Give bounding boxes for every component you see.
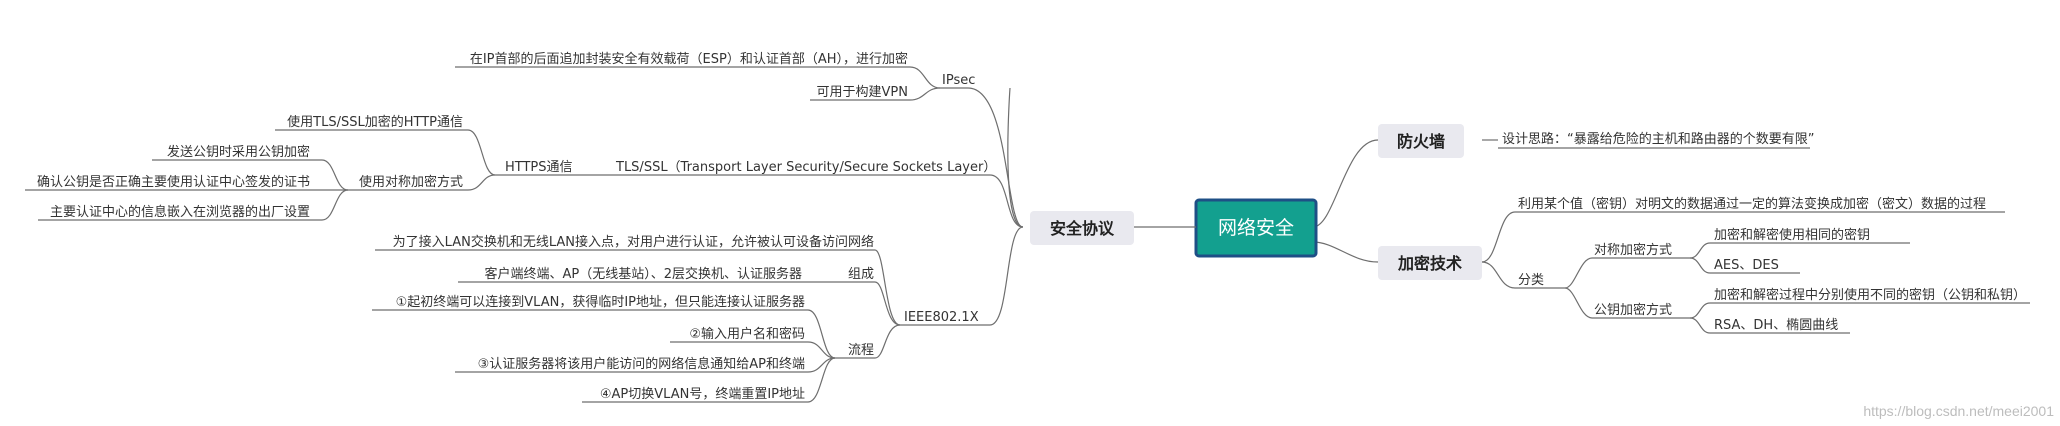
ieee8021x-step-1: ①起初终端可以连接到VLAN，获得临时IP地址，但只能连接认证服务器 bbox=[396, 294, 805, 310]
ipsec-esp-ah: 在IP首部的后面追加封装安全有效载荷（ESP）和认证首部（AH），进行加密 bbox=[470, 51, 908, 67]
ipsec-vpn: 可用于构建VPN bbox=[817, 85, 908, 100]
watermark: https://blog.csdn.net/meei2001 bbox=[1863, 403, 2054, 419]
symmetric-desc: 加密和解密使用相同的密钥 bbox=[1714, 227, 1870, 243]
symmetric-label: 对称加密方式 bbox=[1594, 242, 1672, 258]
encryption-category: 分类 bbox=[1518, 273, 1544, 288]
connectors bbox=[25, 66, 2030, 403]
ieee8021x-process-label: 流程 bbox=[848, 343, 874, 358]
ieee8021x-composition-items: 客户端终端、AP（无线基站）、2层交换机、认证服务器 bbox=[484, 266, 802, 282]
topic-firewall-label: 防火墙 bbox=[1397, 132, 1445, 151]
ipsec-label: IPsec bbox=[942, 73, 975, 88]
root-label: 网络安全 bbox=[1218, 217, 1294, 239]
firewall-idea: 设计思路：“暴露给危险的主机和路由器的个数要有限” bbox=[1502, 131, 1814, 147]
encryption-definition: 利用某个值（密钥）对明文的数据通过一定的算法变换成加密（密文）数据的过程 bbox=[1518, 196, 1986, 212]
asymmetric-desc: 加密和解密过程中分别使用不同的密钥（公钥和私钥） bbox=[1714, 287, 2026, 303]
ieee8021x-label: IEEE802.1X bbox=[904, 310, 979, 325]
https-symmetric-label: 使用对称加密方式 bbox=[359, 174, 463, 190]
ieee8021x-step-4: ④AP切换VLAN号，终端重置IP地址 bbox=[600, 386, 805, 402]
https-ca-builtin: 主要认证中心的信息嵌入在浏览器的出厂设置 bbox=[50, 204, 310, 220]
ieee8021x-step-3: ③认证服务器将该用户能访问的网络信息通知给AP和终端 bbox=[478, 356, 805, 372]
symmetric-examples: AES、DES bbox=[1714, 258, 1779, 273]
topic-encryption[interactable]: 加密技术 bbox=[1378, 246, 1482, 280]
asymmetric-label: 公钥加密方式 bbox=[1594, 302, 1672, 318]
https-verify-cert: 确认公钥是否正确主要使用认证中心签发的证书 bbox=[37, 174, 310, 190]
topic-protocols[interactable]: 安全协议 bbox=[1030, 211, 1134, 245]
asymmetric-examples: RSA、DH、椭圆曲线 bbox=[1714, 317, 1838, 333]
ieee8021x-step-2: ②输入用户名和密码 bbox=[689, 326, 805, 342]
ieee8021x-composition-label: 组成 bbox=[848, 267, 874, 282]
root-node[interactable]: 网络安全 bbox=[1194, 198, 1318, 258]
topic-protocols-label: 安全协议 bbox=[1050, 219, 1115, 238]
tls-label: TLS/SSL（Transport Layer Security/Secure … bbox=[615, 160, 996, 175]
ieee8021x-purpose: 为了接入LAN交换机和无线LAN接入点，对用户进行认证，允许被认可设备访问网络 bbox=[393, 234, 874, 250]
topic-encryption-label: 加密技术 bbox=[1397, 254, 1462, 273]
https-send-key: 发送公钥时采用公钥加密 bbox=[167, 144, 310, 160]
https-label: HTTPS通信 bbox=[505, 160, 573, 175]
https-over-tls: 使用TLS/SSL加密的HTTP通信 bbox=[287, 114, 463, 130]
topic-firewall[interactable]: 防火墙 bbox=[1378, 124, 1464, 158]
